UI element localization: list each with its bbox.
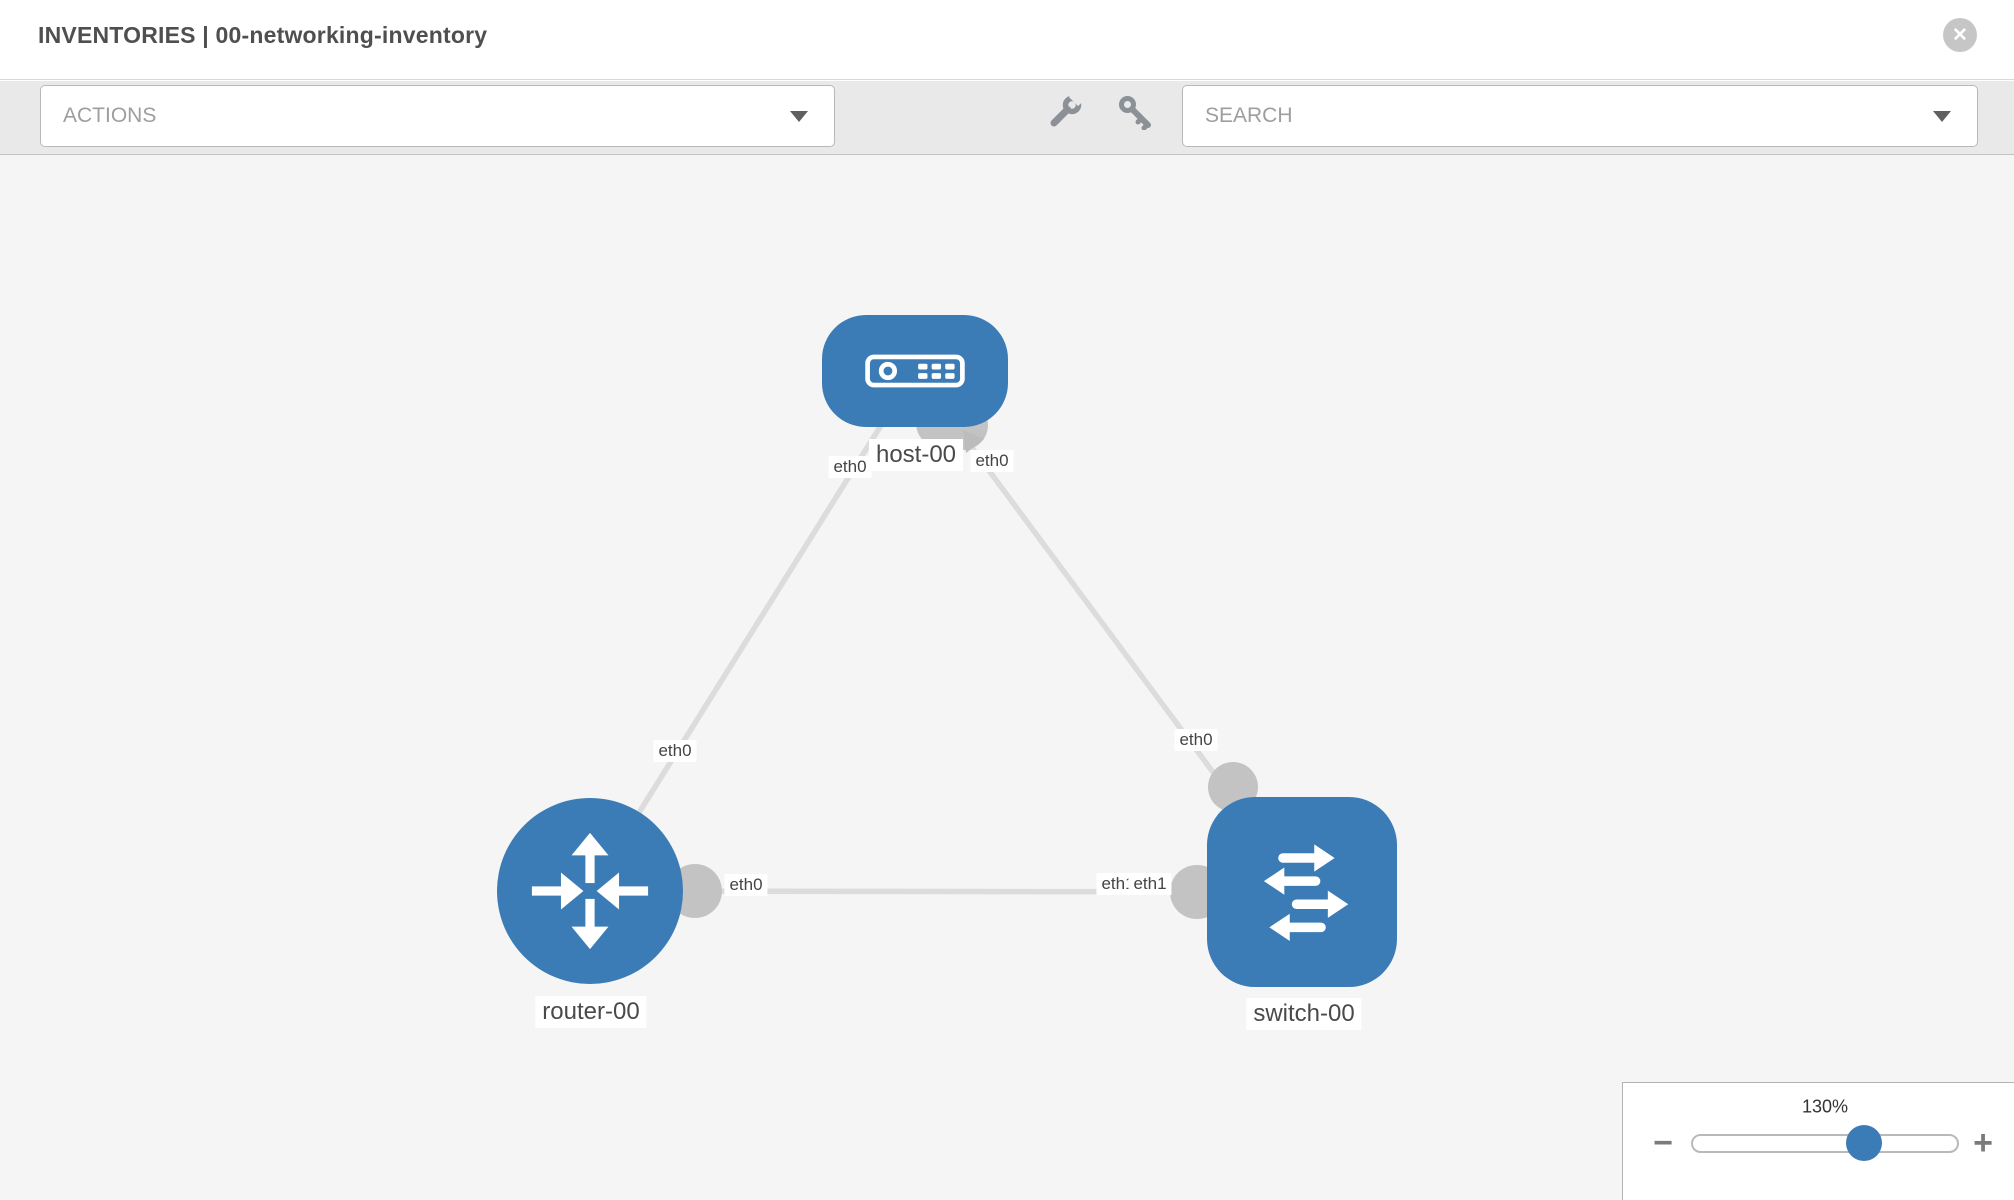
close-button[interactable]: ✕ <box>1943 18 1977 52</box>
actions-dropdown-label: ACTIONS <box>63 104 157 127</box>
if-label-router-eth0-top: eth0 <box>653 740 697 762</box>
host-icon <box>865 354 965 388</box>
if-label-router-eth0-right: eth0 <box>724 874 768 896</box>
node-host-00[interactable] <box>822 315 1008 427</box>
search-dropdown-label: SEARCH <box>1205 104 1293 127</box>
chevron-down-icon <box>1933 111 1951 122</box>
node-router-00[interactable] <box>497 798 683 984</box>
router-icon <box>531 832 649 950</box>
if-label-switch-eth0-top: eth0 <box>1174 729 1218 751</box>
chevron-down-icon <box>790 111 808 122</box>
topology-canvas[interactable]: host-00 router-00 switch-00 <box>0 155 2014 1200</box>
page-title: INVENTORIES | 00-networking-inventory <box>38 22 488 48</box>
node-switch-00[interactable] <box>1207 797 1397 987</box>
search-dropdown[interactable]: SEARCH <box>1182 85 1978 147</box>
switch-icon <box>1263 844 1349 941</box>
wrench-icon[interactable] <box>1047 94 1083 130</box>
actions-dropdown[interactable]: ACTIONS <box>40 85 835 147</box>
zoom-level-value: 130% <box>1801 1096 1849 1117</box>
if-label-host-eth0-right: eth0 <box>970 450 1014 472</box>
node-label-router-00: router-00 <box>535 996 647 1028</box>
header-bar: INVENTORIES | 00-networking-inventory ✕ <box>0 0 2014 80</box>
if-label-host-eth0-left: eth0 <box>828 456 872 478</box>
close-icon: ✕ <box>1952 24 1968 46</box>
zoom-slider-track[interactable] <box>1691 1134 1959 1153</box>
zoom-slider-thumb[interactable] <box>1846 1125 1882 1161</box>
node-label-switch-00: switch-00 <box>1246 998 1362 1030</box>
zoom-control-panel: 130% − + <box>1622 1082 2014 1200</box>
zoom-out-button[interactable]: − <box>1653 1124 1673 1162</box>
node-label-host-00: host-00 <box>868 439 964 471</box>
zoom-in-button[interactable]: + <box>1973 1124 1993 1162</box>
topology-links-layer <box>587 369 1305 919</box>
toolbar: ACTIONS SEARCH <box>0 81 2014 155</box>
key-icon[interactable] <box>1117 94 1153 130</box>
if-label-switch-eth1-front: eth1 <box>1128 873 1172 895</box>
link-arrowhead-icon <box>963 430 984 453</box>
